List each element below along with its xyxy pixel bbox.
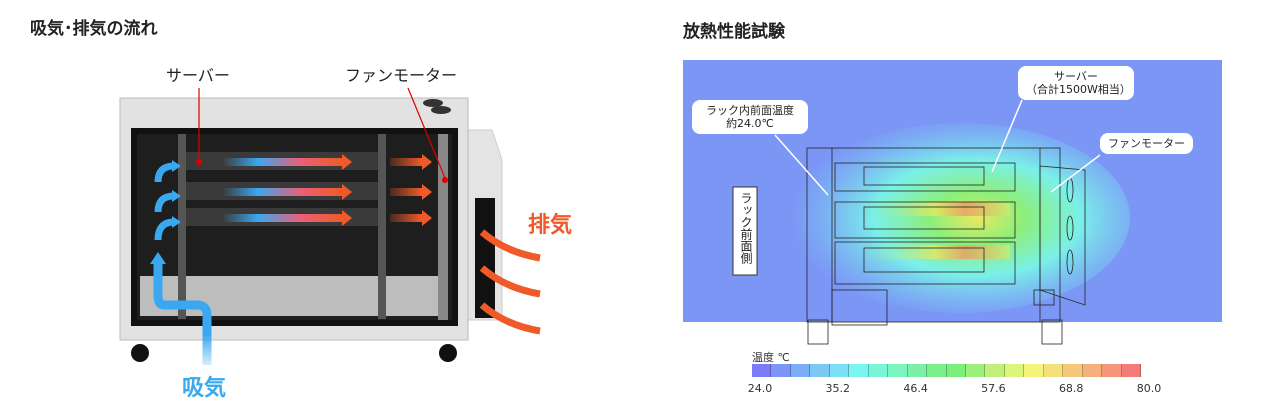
heat-region (790, 123, 1130, 313)
colorbar-segment (1004, 364, 1025, 377)
callout-fan-motor: ファンモーター (1100, 133, 1193, 154)
rack-front-box (732, 186, 758, 276)
colorbar-segment (849, 364, 869, 377)
right-title: 放熱性能試験 (683, 22, 785, 42)
caster-left (131, 344, 149, 362)
leader-lines (196, 87, 448, 183)
legend-title: 温度 ℃ (752, 351, 790, 364)
colorbar-tick-label: 24.0 (747, 382, 773, 395)
rack-airflow-illustration (119, 87, 541, 365)
label-server: サーバー (166, 66, 230, 85)
temperature-colorbar (752, 364, 1142, 377)
colorbar-segment (1082, 364, 1103, 377)
colorbar-segment (752, 364, 772, 377)
colorbar-segment (790, 364, 811, 377)
colorbar-segment (1043, 364, 1064, 377)
callout-server: サーバー （合計1500W相当） (1018, 66, 1134, 100)
left-title: 吸気･排気の流れ (30, 19, 158, 39)
callout-server-line2: （合計1500W相当） (1026, 83, 1131, 96)
colorbar-segment (888, 364, 908, 377)
colorbar-segment (1063, 364, 1083, 377)
colorbar-segment (1121, 364, 1142, 377)
colorbar-segment (907, 364, 928, 377)
colorbar-tick-label: 68.8 (1058, 382, 1084, 395)
colorbar-segment (810, 364, 830, 377)
colorbar-segment (868, 364, 889, 377)
colorbar-tick-label: 57.6 (981, 382, 1006, 395)
colorbar-segment (946, 364, 966, 377)
colorbar-tick-label: 80.0 (1136, 382, 1162, 395)
caster-right (439, 344, 457, 362)
label-fan-motor: ファンモーター (345, 66, 458, 85)
callout-front-temperature: ラック内前面温度 約24.0℃ (692, 100, 808, 134)
airflow-arrows (150, 154, 541, 365)
callout-pointers (774, 99, 1101, 196)
colorbar-tick-label: 35.2 (825, 382, 851, 395)
colorbar-segment (965, 364, 986, 377)
colorbar-segment (1024, 364, 1044, 377)
callout-front-temp-line1: ラック内前面温度 (706, 104, 794, 117)
colorbar-segment (985, 364, 1005, 377)
colorbar-tick-label: 46.4 (903, 382, 928, 395)
colorbar-segment (771, 364, 791, 377)
colorbar-segment (829, 364, 850, 377)
colorbar-segment (1102, 364, 1122, 377)
colorbar-segment (927, 364, 947, 377)
label-intake: 吸気 (182, 376, 227, 401)
callout-server-line1: サーバー (1054, 70, 1098, 83)
callout-front-temp-line2: 約24.0℃ (726, 117, 774, 130)
label-exhaust: 排気 (528, 213, 573, 238)
label-rack-front: ラック前面側 (739, 192, 753, 264)
